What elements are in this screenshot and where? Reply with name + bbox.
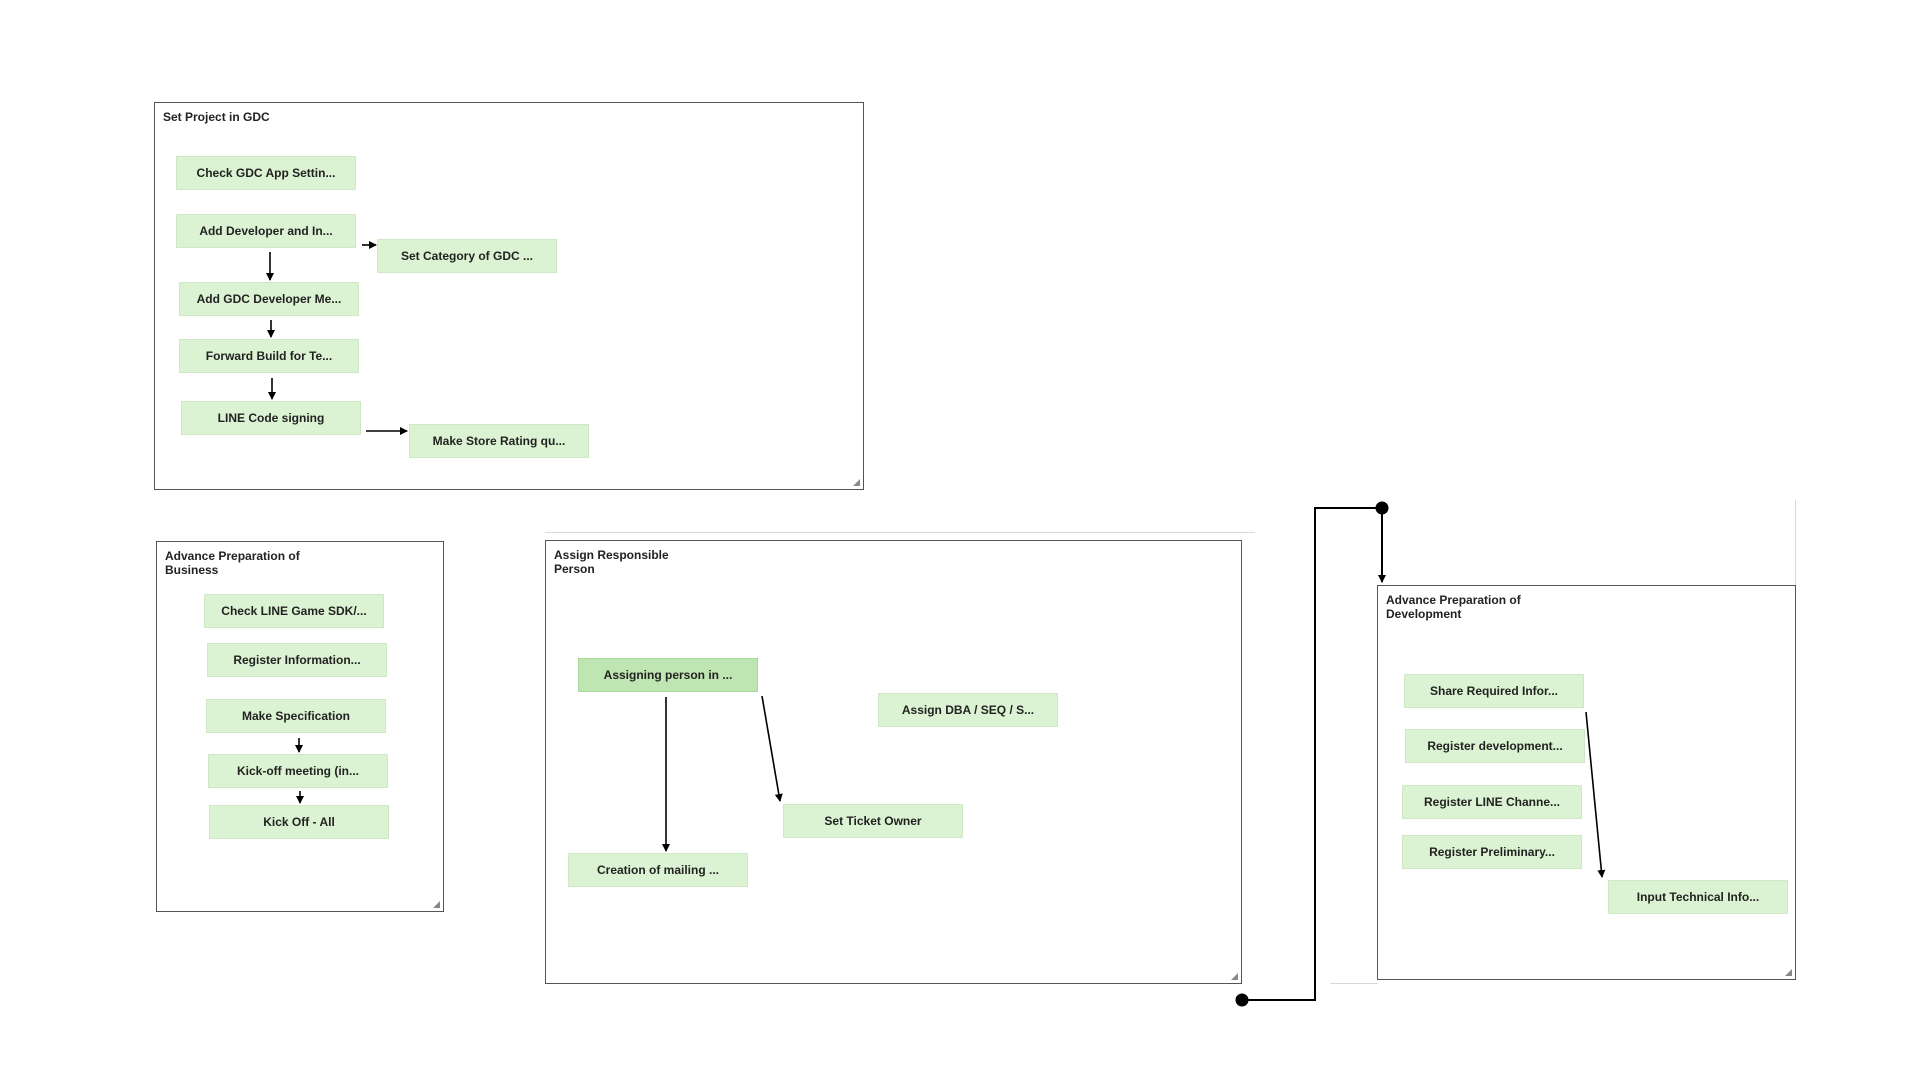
task-node[interactable]: Forward Build for Te... [179, 339, 359, 373]
task-node-selected[interactable]: Assigning person in ... [578, 658, 758, 692]
task-node[interactable]: Set Ticket Owner [783, 804, 963, 838]
task-node[interactable]: Add Developer and In... [176, 214, 356, 248]
group-connector [1242, 507, 1386, 1001]
guide-line [1795, 500, 1796, 585]
task-node[interactable]: Register Preliminary... [1402, 835, 1582, 869]
task-node[interactable]: LINE Code signing [181, 401, 361, 435]
task-node[interactable]: Register LINE Channe... [1402, 785, 1582, 819]
task-node[interactable]: Kick-off meeting (in... [208, 754, 388, 788]
task-node[interactable]: Check LINE Game SDK/... [204, 594, 384, 628]
task-node[interactable]: Assign DBA / SEQ / S... [878, 693, 1058, 727]
guide-line [545, 532, 1255, 533]
task-node[interactable]: Register Information... [207, 643, 387, 677]
group-advance-preparation-development[interactable]: Advance Preparation of Development [1377, 585, 1796, 980]
resize-handle-icon[interactable] [1785, 969, 1792, 976]
resize-handle-icon[interactable] [853, 479, 860, 486]
task-node[interactable]: Add GDC Developer Me... [179, 282, 359, 316]
group-title: Advance Preparation of Business [165, 549, 300, 577]
group-title: Advance Preparation of Development [1386, 593, 1521, 621]
task-node[interactable]: Kick Off - All [209, 805, 389, 839]
resize-handle-icon[interactable] [1231, 973, 1238, 980]
task-node[interactable]: Set Category of GDC ... [377, 239, 557, 273]
resize-handle-icon[interactable] [433, 901, 440, 908]
task-node[interactable]: Creation of mailing ... [568, 853, 748, 887]
task-node[interactable]: Make Specification [206, 699, 386, 733]
group-assign-responsible-person[interactable]: Assign Responsible Person [545, 540, 1242, 984]
group-title: Assign Responsible Person [554, 548, 669, 576]
task-node[interactable]: Check GDC App Settin... [176, 156, 356, 190]
group-title: Set Project in GDC [163, 110, 270, 124]
connector-endpoint-dot [1235, 993, 1249, 1007]
guide-line [1330, 983, 1378, 984]
task-node[interactable]: Register development... [1405, 729, 1585, 763]
task-node[interactable]: Input Technical Info... [1608, 880, 1788, 914]
task-node[interactable]: Share Required Infor... [1404, 674, 1584, 708]
connector-endpoint-dot [1375, 501, 1389, 515]
task-node[interactable]: Make Store Rating qu... [409, 424, 589, 458]
